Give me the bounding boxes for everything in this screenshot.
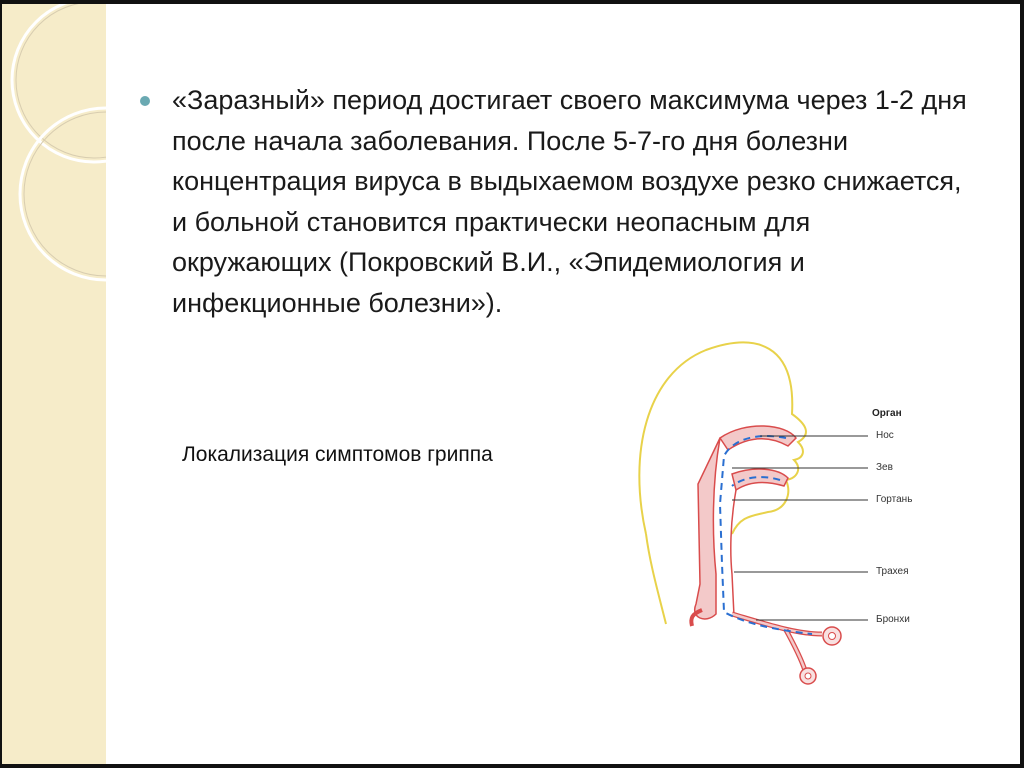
bronchus-left [689, 608, 703, 627]
head-outline [638, 341, 807, 535]
decorative-circles [10, 4, 106, 282]
label-bronchi: Бронхи [876, 614, 910, 625]
slide-bullet-text: «Заразный» период достигает своего макси… [172, 85, 967, 318]
diagram-caption: Локализация симптомов гриппа [182, 443, 493, 466]
frame-bottom [0, 764, 1024, 768]
bronchus-right-inner [731, 612, 823, 636]
alveolus-right-center [828, 632, 836, 640]
oral-cavity [731, 468, 789, 492]
frame-left [0, 0, 2, 768]
diagram-header: Орган [872, 408, 902, 419]
air-flow-line-2 [731, 476, 781, 487]
air-flow-line [718, 435, 813, 635]
bullet-icon [140, 96, 150, 106]
frame-right [1020, 0, 1024, 768]
neck-outline [645, 533, 667, 625]
label-trachea: Трахея [876, 566, 909, 577]
alveolus-down-center [804, 672, 812, 680]
label-pharynx: Зев [876, 462, 893, 473]
airway-tube-right [730, 489, 737, 617]
nasal-cavity [718, 425, 797, 452]
bronchus-down-inner [784, 629, 808, 675]
frame-top [0, 0, 1024, 4]
label-nose: Нос [876, 430, 894, 441]
decorative-sidebar [2, 4, 106, 764]
diagram-illustration [638, 341, 868, 685]
label-larynx: Гортань [876, 494, 913, 505]
respiratory-diagram: Орган Нос Зев Гортань Трахея Бронхи [636, 334, 936, 688]
airway-tube [693, 437, 721, 620]
